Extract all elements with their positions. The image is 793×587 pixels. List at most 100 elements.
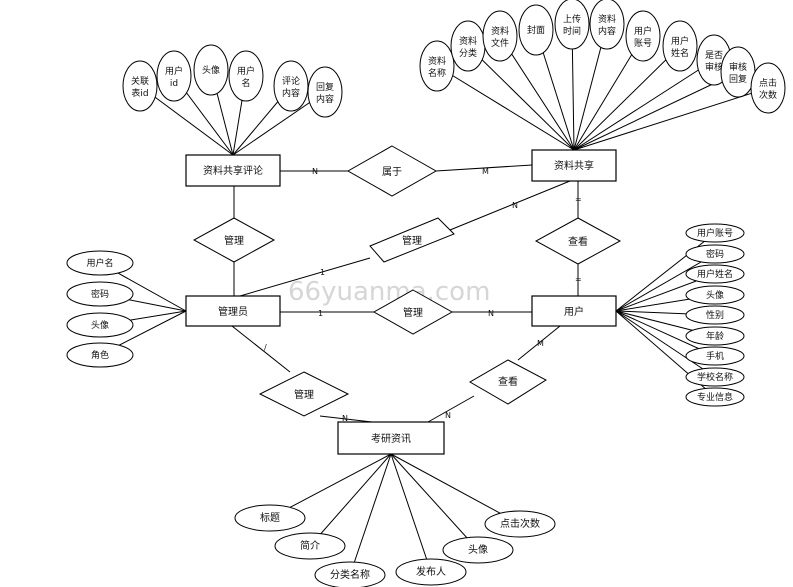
attribute-connector: [573, 59, 715, 151]
relationship-user-share-label: 查看: [568, 235, 588, 248]
attribute: 头像: [66, 312, 134, 338]
attribute-label: 分类名称: [330, 568, 370, 581]
attribute: 简介: [274, 532, 346, 560]
attribute: 关联表id: [122, 60, 158, 112]
attribute: 用户姓名: [685, 264, 745, 284]
entity-news: 考研资讯: [337, 421, 445, 455]
entity-share-comment: 资料共享评论: [185, 154, 281, 187]
attribute-label: 学校名称: [697, 371, 733, 383]
attribute: 评论内容: [273, 60, 309, 112]
attribute-connector: [349, 453, 392, 576]
attribute: 年龄: [685, 326, 745, 346]
attribute-ellipse: [442, 536, 514, 564]
attribute: 封面: [518, 4, 554, 56]
attribute-label: 评论内容: [282, 75, 300, 99]
attribute-ellipse: [685, 346, 745, 366]
entity-admin-label: 管理员: [218, 305, 248, 318]
cardinality-user-share-user: =: [575, 275, 582, 284]
attribute: 分类名称: [314, 561, 386, 587]
attribute: 资料文件: [482, 10, 518, 62]
relationship-admin-user-label: 管理: [403, 306, 423, 319]
attribute-label: 专业信息: [697, 391, 733, 403]
attribute: 资料分类: [450, 20, 486, 72]
attribute: 用户姓名: [662, 20, 698, 72]
attribute-ellipse: [685, 264, 745, 284]
watermark: 66yuanma.com: [288, 277, 490, 307]
attribute: 头像: [685, 285, 745, 305]
attribute: 学校名称: [685, 367, 745, 387]
attribute-ellipse: [228, 50, 264, 102]
attribute-ellipse: [685, 223, 745, 243]
attribute-label: 封面: [527, 24, 545, 36]
attribute: 密码: [66, 281, 134, 307]
attribute-ellipse: [66, 342, 134, 368]
attribute: 专业信息: [685, 387, 745, 407]
attribute: 角色: [66, 342, 134, 368]
entity-news-label: 考研资讯: [371, 433, 411, 445]
attribute-ellipse: [685, 387, 745, 407]
entity-user: 用户: [531, 295, 617, 327]
attribute-ellipse: [685, 285, 745, 305]
attribute-label: 资料文件: [491, 25, 509, 49]
attribute: 发布人: [395, 558, 467, 586]
cardinality-labels: N M 1 N = = 1 N / N M N: [264, 167, 582, 423]
attribute-ellipse: [66, 312, 134, 338]
attribute-ellipse: [307, 66, 343, 118]
attribute-label: 用户名: [86, 257, 113, 269]
attribute-ellipse: [685, 326, 745, 346]
attribute: 头像: [442, 536, 514, 564]
relationship-admin-share: 管理: [369, 217, 455, 263]
relationship-user-news-label: 查看: [498, 375, 518, 388]
attribute-connector: [390, 453, 521, 525]
attribute-ellipse: [589, 0, 625, 50]
attribute-ellipse: [685, 305, 745, 325]
attribute-label: 用户账号: [697, 227, 733, 239]
attribute-connector: [436, 65, 575, 151]
relationship-admin-user: 管理: [372, 289, 454, 335]
attribute: 密码: [685, 244, 745, 264]
attribute-connector: [573, 45, 681, 151]
cardinality-user-news-news: N: [445, 411, 451, 420]
entity-share-comment-label: 资料共享评论: [203, 164, 263, 177]
attribute-label: 审核回复: [729, 61, 747, 85]
connector-lines: [231, 164, 579, 423]
attribute-ellipse: [662, 20, 698, 72]
attribute-label: 点击次数: [759, 77, 777, 101]
attribute-label: 角色: [91, 349, 109, 361]
attribute: 标题: [234, 504, 306, 532]
attribute-ellipse: [234, 504, 306, 532]
cardinality-belongs-comment: N: [312, 167, 318, 176]
attribute-ellipse: [314, 561, 386, 587]
attribute: 用户名: [228, 50, 264, 102]
attribute-label: 年龄: [706, 330, 724, 342]
cardinality-user-news-user: M: [537, 339, 544, 348]
attribute-connector: [309, 453, 392, 547]
attribute-label: 标题: [260, 512, 280, 524]
attribute: 用户账号: [625, 10, 661, 62]
attribute-label: 用户姓名: [671, 35, 689, 59]
cardinality-admin-news-news: N: [342, 414, 348, 423]
attribute-label: 头像: [468, 544, 488, 556]
attribute: 资料名称: [419, 40, 455, 92]
attribute-label: 回复内容: [316, 81, 334, 105]
attribute-ellipse: [274, 532, 346, 560]
attribute: 手机: [685, 346, 745, 366]
attribute: 点击次数: [484, 510, 556, 538]
attribute-connector: [390, 453, 432, 573]
attribute-ellipse: [554, 0, 590, 50]
attribute-ellipse: [685, 244, 745, 264]
attribute-label: 头像: [91, 319, 109, 331]
attribute-connector: [573, 87, 769, 151]
cardinality-admin-user-user: N: [488, 309, 494, 318]
attribute-label: 关联表id: [131, 75, 149, 99]
entity-user-label: 用户: [564, 305, 584, 318]
attribute-ellipse: [66, 250, 134, 276]
attribute-label: 是否审核: [705, 50, 723, 73]
attribute: 审核回复: [720, 46, 756, 98]
relationship-belongs: 属于: [346, 145, 438, 197]
attribute-ellipse: [395, 558, 467, 586]
attribute-label: 用户名: [237, 65, 255, 89]
cardinality-admin-news-admin: /: [264, 343, 267, 352]
